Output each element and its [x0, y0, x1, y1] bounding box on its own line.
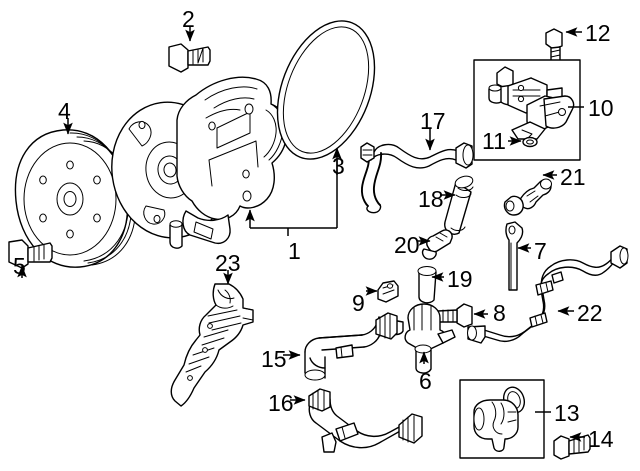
part-4-water-pump-pulley	[14, 129, 136, 268]
callout-18[interactable]: 18	[418, 186, 444, 212]
part-8-housing-bolt	[437, 303, 473, 328]
callout-6[interactable]: 6	[419, 368, 432, 394]
part-17-heater-hose	[360, 142, 474, 214]
callout-2[interactable]: 2	[182, 6, 195, 32]
callout-4[interactable]: 4	[58, 98, 71, 124]
part-2-pump-bolt	[168, 43, 211, 73]
part-14-thermostat-bolt	[553, 434, 591, 460]
part-21-coolant-connector-pipe	[503, 178, 552, 216]
part-7-coolant-tube-bracket	[505, 221, 524, 291]
callout-11[interactable]: 11	[482, 128, 506, 154]
callout-1[interactable]: 1	[288, 238, 301, 264]
part-19-connector-hose	[417, 266, 437, 304]
part-9-coolant-sensor-clip	[377, 280, 399, 303]
inset-box-13	[459, 379, 545, 459]
callout-5[interactable]: 5	[13, 253, 26, 279]
part-3-pump-gasket-o-ring	[276, 20, 376, 160]
callout-9[interactable]: 9	[352, 290, 365, 316]
callout-3[interactable]: 3	[332, 153, 345, 179]
callout-16[interactable]: 16	[268, 390, 294, 416]
part-10b-thermostat-housing	[511, 95, 575, 140]
inset-box-10-11	[473, 59, 581, 161]
callout-19[interactable]: 19	[447, 266, 473, 292]
part-11-seal-ring	[522, 136, 538, 148]
callout-23[interactable]: 23	[215, 250, 241, 276]
callout-15[interactable]: 15	[261, 346, 287, 372]
callout-17[interactable]: 17	[420, 108, 446, 134]
callout-14[interactable]: 14	[588, 426, 614, 452]
callout-7[interactable]: 7	[534, 238, 547, 264]
callout-20[interactable]: 20	[394, 232, 420, 258]
callout-13[interactable]: 13	[554, 400, 580, 426]
part-1-water-pump-assembly	[111, 76, 289, 249]
part-15-upper-radiator-hose	[304, 312, 398, 381]
callout-12[interactable]: 12	[585, 20, 611, 46]
part-5-pulley-bolt	[8, 239, 53, 269]
part-20-coolant-temperature-sensor	[421, 229, 453, 260]
part-16-lower-radiator-hose	[308, 388, 423, 453]
callout-22[interactable]: 22	[577, 300, 603, 326]
callout-21[interactable]: 21	[560, 164, 586, 190]
callout-8[interactable]: 8	[493, 300, 506, 326]
part-18-coolant-pipe	[444, 175, 474, 235]
part-22-coolant-hose-assembly	[467, 245, 629, 344]
leader-lines	[17, 26, 585, 442]
callout-10[interactable]: 10	[588, 95, 614, 121]
part-23-engine-mount-bracket	[170, 283, 254, 407]
